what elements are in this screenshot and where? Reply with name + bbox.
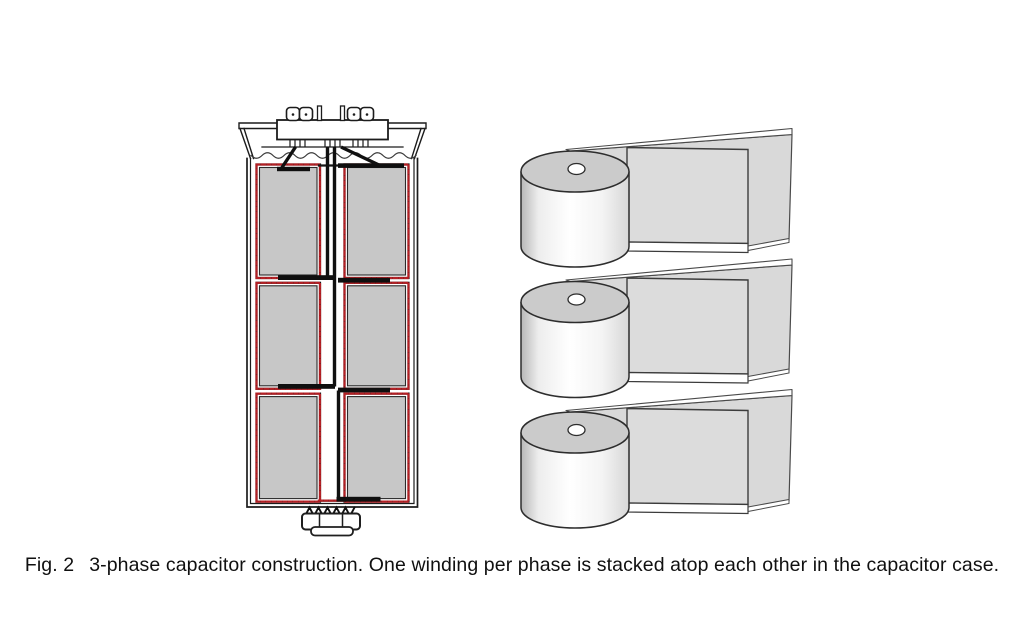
winding-cell	[255, 163, 322, 280]
winding-stack	[255, 163, 410, 503]
bushing-dot	[291, 113, 295, 116]
case-wall-outer	[246, 157, 419, 508]
figure-caption: Fig. 2 3-phase capacitor construction. On…	[0, 553, 1024, 577]
winding-roll-1	[520, 127, 793, 268]
winding-roll-3	[520, 388, 793, 529]
bus-bar-mid1-left	[278, 275, 335, 280]
stud-washer	[310, 526, 354, 537]
figure-caption-label: Fig. 2	[24, 554, 75, 576]
winding-cell	[255, 392, 322, 503]
capacitor-figure	[238, 105, 793, 537]
capacitor-case	[238, 105, 427, 537]
bushing-dot	[352, 113, 356, 116]
case-wall-inner	[249, 157, 415, 505]
winding-cell	[343, 163, 410, 280]
winding-cell	[343, 281, 410, 390]
bus-bars	[277, 163, 404, 502]
case-rim-slope	[239, 127, 426, 160]
phase-wires	[279, 145, 381, 499]
bus-bar-mid2-left	[278, 384, 335, 389]
bus-bar-top-right	[338, 163, 404, 168]
bushing-dot	[365, 113, 369, 116]
winding-cell	[255, 281, 322, 390]
terminal-bushings	[285, 105, 375, 122]
winding-roll-2	[520, 258, 793, 399]
terminal-post	[339, 105, 346, 122]
bus-bar-mid2-right	[338, 387, 390, 393]
winding-cell	[343, 392, 410, 503]
bushing-dot	[304, 113, 308, 116]
lid-ticks	[289, 139, 369, 147]
case-rim-flange	[238, 122, 427, 130]
figure-caption-text: 3-phase capacitor construction. One wind…	[89, 554, 1000, 576]
mounting-stud	[301, 505, 361, 537]
bus-bar-bottom-right	[336, 496, 381, 502]
bus-bar-mid1-right	[338, 277, 390, 283]
case-lid	[276, 119, 389, 141]
bus-bar-top-left-tab	[277, 166, 310, 172]
terminal-post	[316, 105, 323, 122]
